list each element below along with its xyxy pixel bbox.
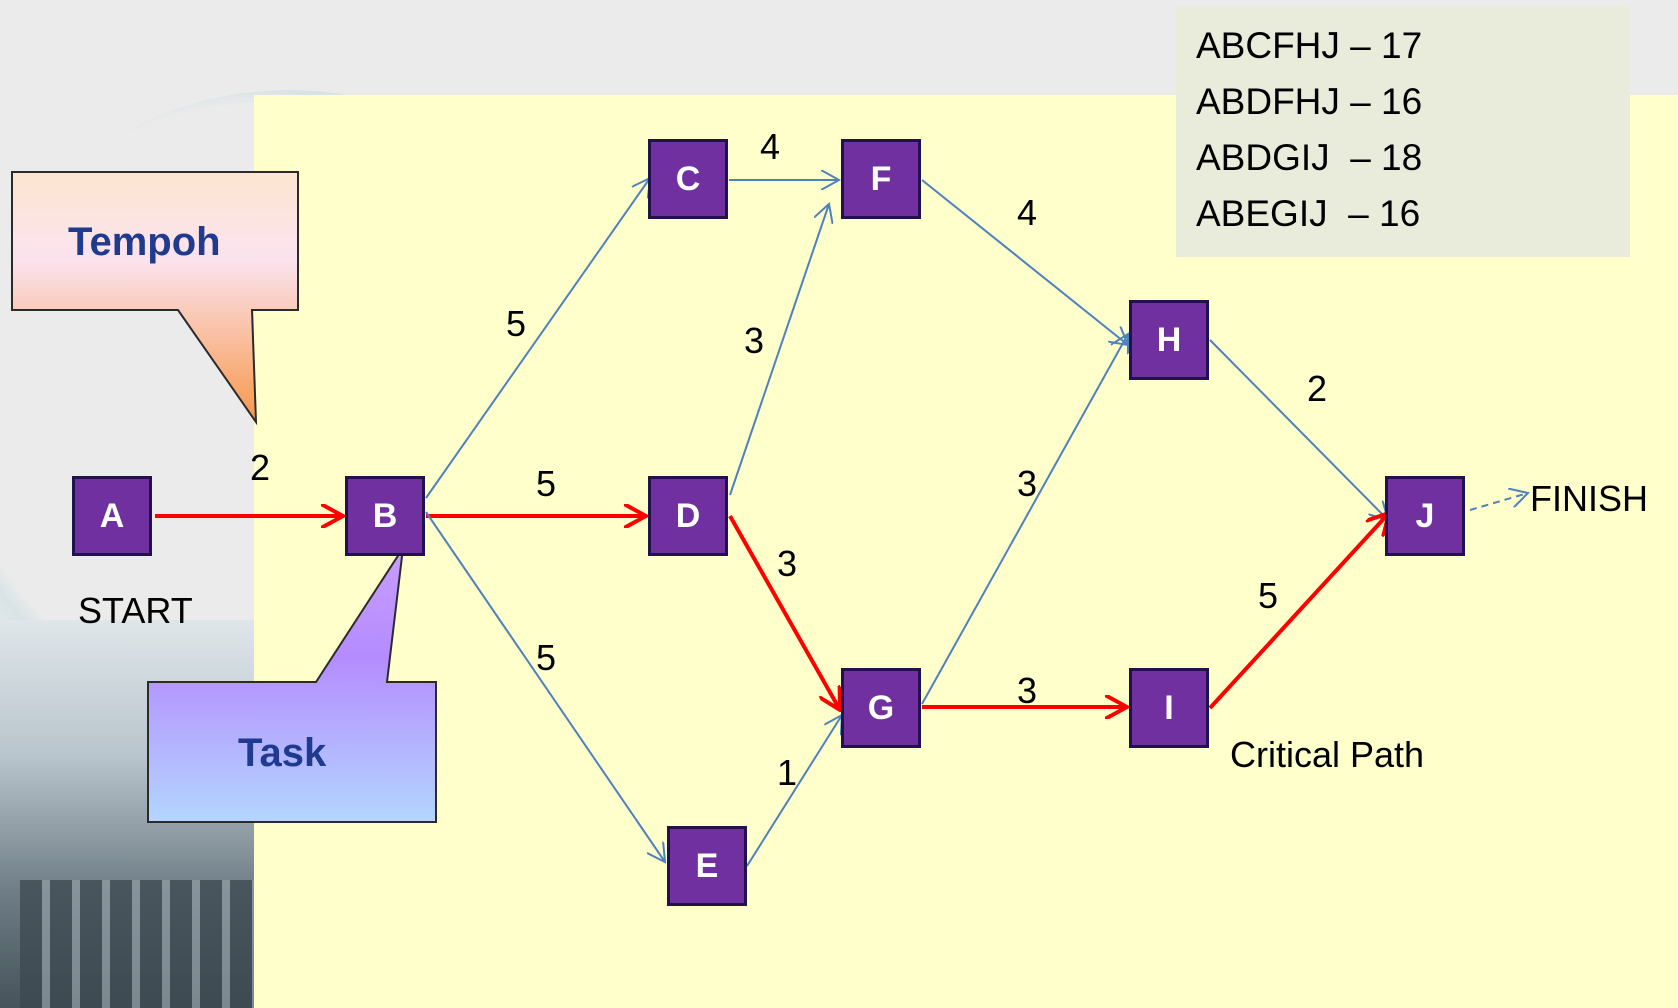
finish-label: FINISH [1530,478,1649,519]
edge-weight-b-d: 5 [536,463,557,504]
edge-h-j [1209,339,1388,520]
edge-b-e [425,511,665,862]
edge-weight-g-i: 3 [1017,670,1038,711]
edge-weight-e-g: 1 [777,752,798,793]
edge-f-h [921,179,1128,345]
edge-weight-f-h: 4 [1017,192,1038,233]
task-node-g: G [841,668,921,748]
task-node-i: I [1129,668,1209,748]
edge-weight-a-b: 2 [250,447,271,488]
task-node-e: E [667,826,747,906]
task-node-j: J [1385,476,1465,556]
task-callout-text: Task [238,731,327,775]
edge-i-j-critical [1208,513,1389,710]
edge-b-c [425,178,650,499]
edge-weight-g-h: 3 [1017,463,1038,504]
tempoh-callout-shape [11,171,299,426]
edge-d-g-critical [728,515,840,710]
task-node-d: D [648,476,728,556]
task-node-a: A [72,476,152,556]
task-node-c: C [648,139,728,219]
task-node-b: B [345,476,425,556]
edge-weight-d-g: 3 [777,543,798,584]
edge-weight-h-j: 2 [1307,368,1328,409]
task-callout-shape [147,547,437,823]
edges-group [155,178,1389,867]
edge-weight-d-f: 3 [744,320,765,361]
edge-g-h [921,334,1128,705]
tempoh-callout-text: Tempoh [68,220,221,264]
path-item: ABCFHJ – 17 [1196,25,1423,66]
task-node-f: F [841,139,921,219]
edge-weight-b-c: 5 [506,303,527,344]
start-label: START [78,590,193,631]
path-item: ABDFHJ – 16 [1196,81,1423,122]
critical-path-label: Critical Path [1230,734,1425,775]
path-item: ABEGIJ – 16 [1196,193,1421,234]
finish-arrow [1469,493,1528,511]
edge-weight-b-e: 5 [536,637,557,678]
paths-summary-box: ABCFHJ – 17 ABDFHJ – 16 ABDGIJ – 18 ABEG… [1176,6,1630,257]
task-node-h: H [1129,300,1209,380]
edge-d-f [729,204,829,496]
edge-weight-c-f: 4 [760,126,781,167]
path-item: ABDGIJ – 18 [1196,137,1423,178]
edge-weight-i-j: 5 [1258,575,1279,616]
edge-e-g [746,715,842,867]
